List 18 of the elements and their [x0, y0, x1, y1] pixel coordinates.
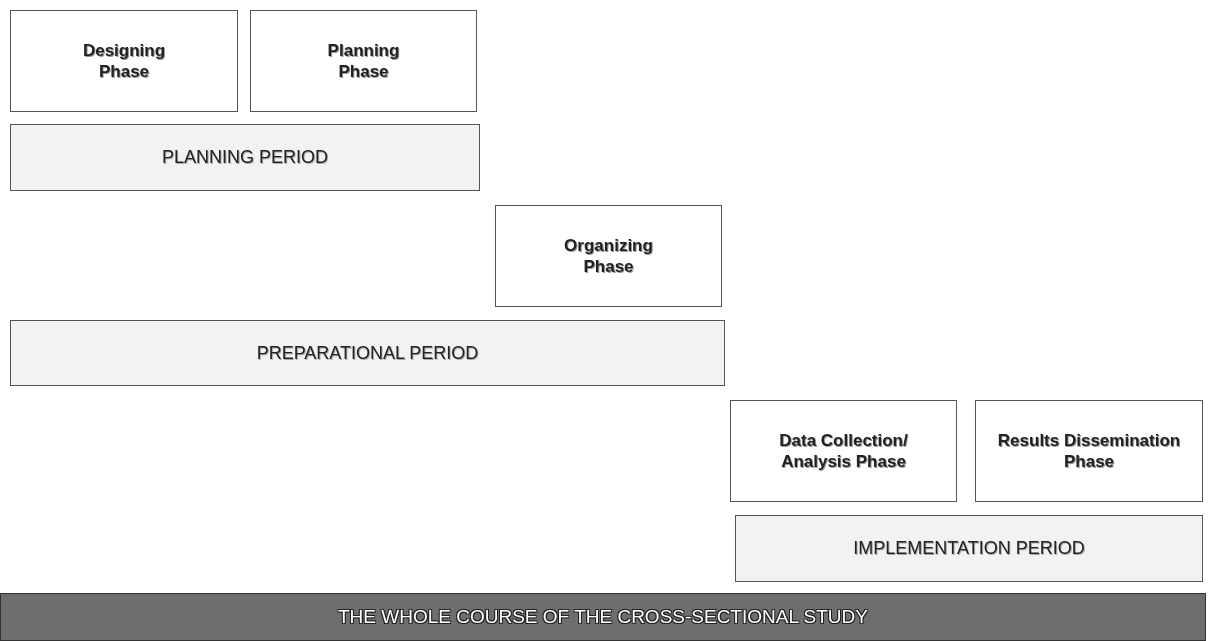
phase-label: Organizing Phase	[563, 235, 654, 277]
phase-label: Planning Phase	[326, 40, 401, 82]
period-label: THE WHOLE COURSE OF THE CROSS-SECTIONAL STUDY	[338, 606, 868, 628]
phase-box	[250, 10, 477, 112]
phase-label: Results Dissemination Phase	[996, 430, 1182, 472]
period-label: IMPLEMENTATION PERIOD	[853, 538, 1085, 559]
phase-box	[730, 400, 957, 502]
period-band	[10, 124, 480, 191]
phase-box	[975, 400, 1203, 502]
period-band	[10, 320, 725, 386]
phase-box	[10, 10, 238, 112]
period-label: PREPARATIONAL PERIOD	[256, 342, 479, 364]
phase-label: Data Collection/ Analysis Phase	[778, 430, 909, 472]
study-course-bar	[0, 593, 1206, 641]
phase-label: Designing Phase	[81, 40, 167, 82]
period-band	[735, 515, 1203, 582]
phase-box	[495, 205, 722, 307]
period-label: PLANNING PERIOD	[161, 147, 328, 168]
